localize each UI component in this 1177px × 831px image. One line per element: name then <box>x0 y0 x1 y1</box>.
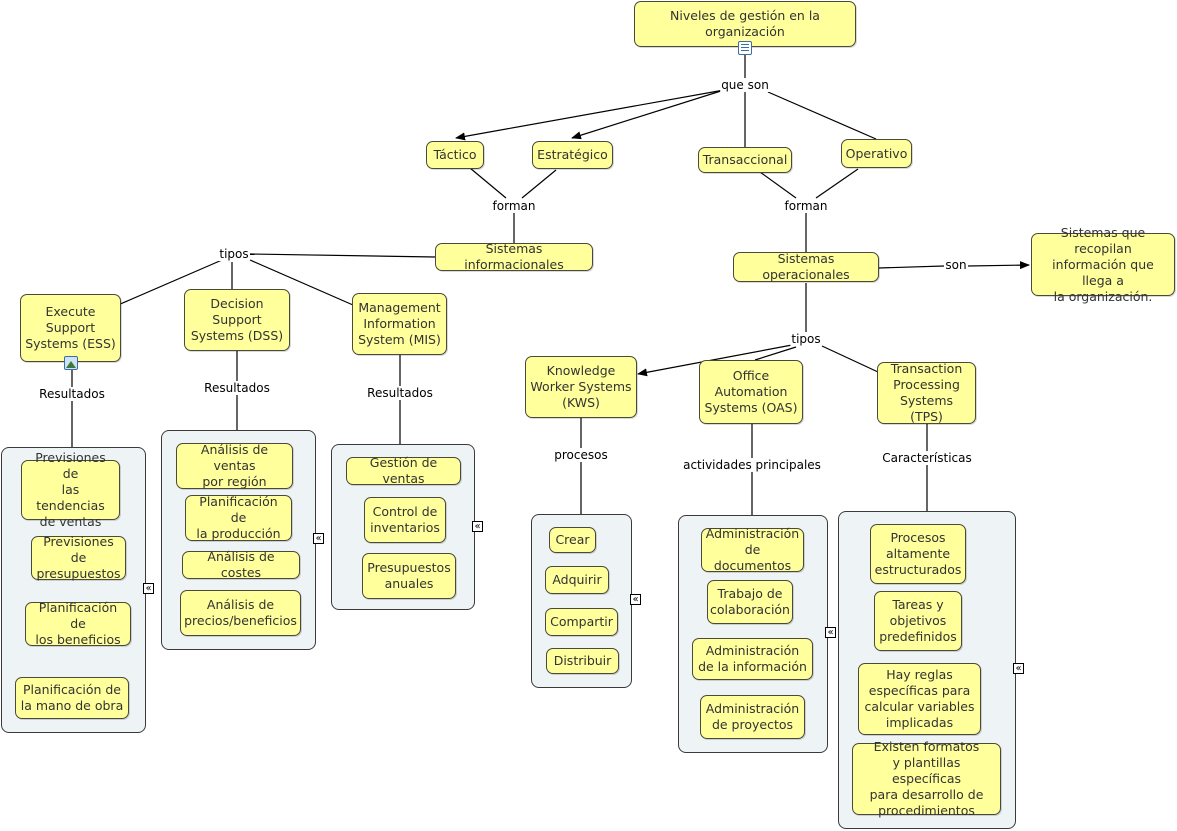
node-kws[interactable]: Knowledge Worker Systems (KWS) <box>525 356 637 418</box>
mis-item[interactable]: Gestión de ventas <box>346 455 461 486</box>
dss-item[interactable]: Análisis de costes <box>182 549 300 580</box>
link-label-resultados-mis: Resultados <box>366 386 434 400</box>
collapse-icon[interactable]: « <box>630 594 641 605</box>
node-sistemas-informacionales[interactable]: Sistemas informacionales <box>435 241 593 272</box>
kws-item[interactable]: Distribuir <box>546 648 619 674</box>
collapse-icon[interactable]: « <box>472 521 483 532</box>
link-label-que-son: que son <box>720 78 770 92</box>
link-label-tipos-left: tipos <box>218 247 250 261</box>
image-icon[interactable] <box>64 356 78 370</box>
mis-item[interactable]: Presupuestos anuales <box>362 553 456 599</box>
node-tactico[interactable]: Táctico <box>426 141 484 169</box>
collapse-icon[interactable]: « <box>143 583 154 594</box>
node-mis[interactable]: Management Information System (MIS) <box>352 293 447 355</box>
node-dss[interactable]: Decision Support Systems (DSS) <box>184 289 290 351</box>
tps-item[interactable]: Hay reglas específicas para calcular var… <box>858 663 981 735</box>
node-sistemas-recopilan[interactable]: Sistemas que recopilan información que l… <box>1031 225 1175 304</box>
link-label-tipos-right: tipos <box>790 332 822 346</box>
node-operativo[interactable]: Operativo <box>841 139 912 168</box>
oas-item[interactable]: Administración de documentos <box>701 526 804 573</box>
link-label-forman-left: forman <box>491 199 537 213</box>
link-label-son: son <box>944 258 968 272</box>
kws-item[interactable]: Crear <box>549 527 596 553</box>
document-icon[interactable] <box>738 41 752 55</box>
oas-item[interactable]: Administración de la información <box>692 638 813 680</box>
link-label-resultados-dss: Resultados <box>203 381 271 395</box>
node-sistemas-operacionales[interactable]: Sistemas operacionales <box>733 251 879 282</box>
tps-item[interactable]: Tareas y objetivos predefinidos <box>874 591 962 651</box>
node-oas[interactable]: Office Automation Systems (OAS) <box>699 360 803 424</box>
node-tps[interactable]: Transaction Processing Systems (TPS) <box>877 361 976 424</box>
ess-item[interactable]: Previsiones de presupuestos <box>31 534 126 581</box>
node-ess[interactable]: Execute Support Systems (ESS) <box>20 294 121 362</box>
mis-item[interactable]: Control de inventarios <box>364 497 446 543</box>
node-root[interactable]: Niveles de gestión en la organización <box>634 1 856 47</box>
link-label-resultados-ess: Resultados <box>38 387 106 401</box>
ess-item[interactable]: Planificación de los beneficios <box>25 600 131 647</box>
ess-item[interactable]: Planificación de la mano de obra <box>15 677 129 719</box>
link-label-forman-right: forman <box>783 199 829 213</box>
kws-item[interactable]: Compartir <box>545 608 618 636</box>
oas-item[interactable]: Trabajo de colaboración <box>707 580 793 624</box>
link-label-actividades: actividades principales <box>682 458 822 472</box>
collapse-icon[interactable]: « <box>825 627 836 638</box>
kws-item[interactable]: Adquirir <box>545 566 609 594</box>
ess-item[interactable]: Previsiones de las tendencias de ventas <box>21 450 120 529</box>
tps-item[interactable]: Existen formatos y plantillas específica… <box>852 739 1001 818</box>
oas-item[interactable]: Administración de proyectos <box>700 695 805 739</box>
dss-item[interactable]: Análisis de precios/beneficios <box>180 590 301 636</box>
link-label-procesos: procesos <box>553 448 609 462</box>
tps-item[interactable]: Procesos altamente estructurados <box>870 524 966 584</box>
collapse-icon[interactable]: « <box>1013 663 1024 674</box>
dss-item[interactable]: Planificación de la producción <box>185 494 292 541</box>
node-transaccional[interactable]: Transaccional <box>698 147 792 173</box>
node-estrategico[interactable]: Estratégico <box>532 141 613 169</box>
link-label-caracteristicas: Características <box>881 451 973 465</box>
collapse-icon[interactable]: « <box>313 533 324 544</box>
dss-item[interactable]: Análisis de ventas por región <box>176 442 293 489</box>
